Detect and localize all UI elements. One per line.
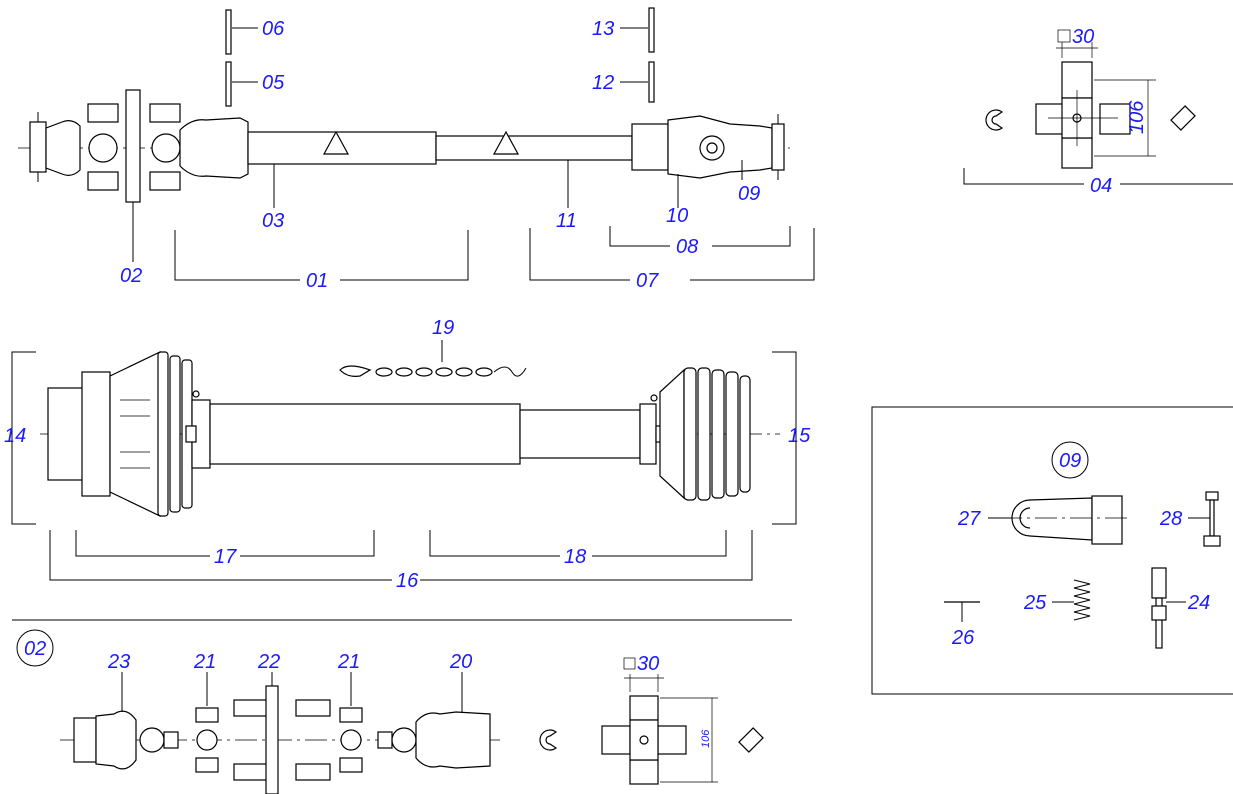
label-20: 20	[449, 651, 472, 673]
dim-length-bottom: 106	[700, 729, 712, 748]
label-14: 14	[4, 425, 26, 447]
dim-square-bottom: 30	[637, 653, 659, 675]
label-28: 28	[1159, 508, 1182, 530]
label-09: 09	[738, 183, 760, 205]
label-18: 18	[564, 546, 586, 568]
callout-02-label: 02	[24, 638, 46, 660]
top-drive-shaft	[18, 89, 790, 203]
label-04: 04	[1090, 175, 1112, 197]
detail-09-box	[871, 406, 1233, 695]
bottom-components	[60, 672, 764, 794]
dim-square-top: 30	[1072, 26, 1094, 48]
label-01: 01	[306, 270, 328, 292]
callout-circle-09	[1051, 441, 1089, 479]
label-21-right: 21	[337, 651, 360, 673]
label-12: 12	[592, 72, 614, 94]
label-19: 19	[432, 317, 454, 339]
label-02: 02	[120, 265, 142, 287]
label-15: 15	[788, 425, 811, 447]
top-leaders	[132, 160, 815, 281]
label-25: 25	[1023, 592, 1047, 614]
label-16: 16	[396, 570, 419, 592]
safety-chain	[339, 340, 527, 377]
dim-length-top: 106	[1126, 100, 1148, 134]
guard-leaders	[49, 530, 753, 581]
callout-circle-02	[16, 629, 54, 667]
label-22: 22	[257, 651, 280, 673]
label-05: 05	[262, 72, 285, 94]
label-10: 10	[666, 205, 688, 227]
label-21-left: 21	[193, 651, 216, 673]
guard-assembly	[11, 351, 797, 525]
label-23: 23	[107, 651, 130, 673]
label-26: 26	[951, 627, 975, 649]
pins	[225, 7, 655, 107]
square-symbol-bottom	[623, 657, 636, 670]
label-06: 06	[262, 18, 285, 40]
square-symbol-top	[1057, 29, 1071, 43]
label-07: 07	[636, 270, 659, 292]
label-11: 11	[556, 210, 577, 232]
label-13: 13	[592, 18, 614, 40]
label-08: 08	[676, 236, 698, 258]
callout-09-label: 09	[1059, 450, 1081, 472]
label-27: 27	[957, 508, 981, 530]
cross-kit-top	[963, 42, 1233, 185]
label-24: 24	[1187, 592, 1210, 614]
label-17: 17	[214, 546, 237, 568]
label-03: 03	[262, 210, 284, 232]
